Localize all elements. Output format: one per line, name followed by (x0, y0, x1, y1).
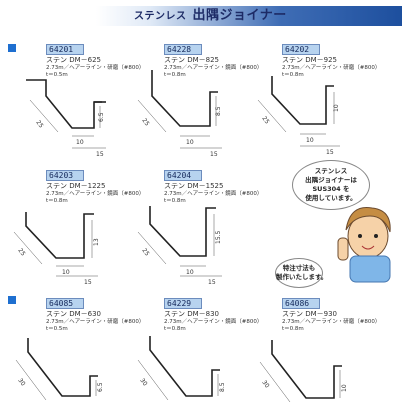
dim-label: 15 (210, 151, 218, 158)
product-name: ステン DM－930 (282, 310, 338, 318)
dim-label: 13 (93, 238, 100, 246)
speech-bubble-material: ステンレス 出隅ジョイナーは SUS304 を 使用しています。 (292, 160, 370, 210)
product-spec: 2.73m／ヘアーライン・鏡面（#800） (164, 65, 263, 71)
product-code: 64203 (46, 170, 84, 181)
profile-64202 (271, 76, 334, 125)
product-name: ステン DM－830 (164, 310, 220, 318)
section-marker-bottom (8, 296, 16, 304)
dim-label: 25 (140, 117, 150, 127)
product-thickness: t＝0.8m (282, 326, 304, 332)
product-code: 64202 (282, 44, 320, 55)
page-title: ステンレス出隅ジョイナー (134, 6, 287, 26)
mascot-illustration (337, 206, 391, 283)
product-thickness: t＝0.5m (46, 72, 68, 78)
product-code: 64201 (46, 44, 84, 55)
dim-label: 15 (326, 149, 334, 156)
dim-label: 8.5 (215, 106, 222, 116)
dim-label: 10 (76, 139, 84, 146)
dim-label: 25 (140, 247, 150, 257)
title-banner (96, 6, 402, 26)
title-main: 出隅ジョイナー (192, 8, 287, 23)
title-small: ステンレス (134, 11, 187, 22)
product-code: 64204 (164, 170, 202, 181)
dimension-lines-64202 (257, 92, 340, 147)
dim-label: 15 (208, 279, 216, 286)
dim-label: 10 (186, 269, 194, 276)
product-thickness: t＝0.8m (282, 72, 304, 78)
dim-label: 15 (84, 279, 92, 286)
dim-label: 15.5 (215, 230, 222, 244)
dim-label: 6.5 (98, 112, 105, 122)
dimension-lines-64203 (13, 220, 98, 277)
dim-label: 15 (96, 151, 104, 158)
product-name: ステン DM－1525 (164, 182, 224, 190)
dim-label: 25 (260, 115, 270, 125)
product-name: ステン DM－625 (46, 56, 102, 64)
product-name: ステン DM－1225 (46, 182, 106, 190)
product-spec: 2.73m／ヘアーライン・研磨（#800） (282, 65, 381, 71)
product-name: ステン DM－630 (46, 310, 102, 318)
product-spec: 2.73m／ヘアーライン・鏡面（#800） (46, 191, 145, 197)
dimension-lines-64229 (137, 359, 219, 401)
product-spec: 2.73m／ヘアーライン・研磨（#800） (282, 319, 381, 325)
product-code: 64085 (46, 298, 84, 309)
product-thickness: t＝0.8m (164, 72, 186, 78)
dim-label: 10 (186, 139, 194, 146)
product-code: 64086 (282, 298, 320, 309)
profile-64204 (149, 206, 216, 257)
bubble-line: 製作いたします。 (276, 273, 328, 281)
bubble-line: 出隅ジョイナーは (305, 176, 357, 184)
product-thickness: t＝0.8m (46, 198, 68, 204)
dim-label: 8.5 (219, 382, 226, 392)
product-spec: 2.73m／ヘアーライン・鏡面（#800） (164, 191, 263, 197)
product-thickness: t＝0.8m (164, 198, 186, 204)
dim-label: 10 (333, 104, 340, 112)
bubble-line: 使用しています。 (305, 194, 357, 202)
profile-64086 (271, 340, 342, 399)
product-name: ステン DM－925 (282, 56, 338, 64)
dim-label: 30 (260, 379, 270, 389)
product-spec: 2.73m／ヘアーライン・研磨（#800） (46, 65, 145, 71)
dim-label: 30 (138, 377, 148, 387)
dimension-lines-64228 (137, 96, 222, 149)
product-thickness: t＝0.5m (46, 326, 68, 332)
bubble-line: ステンレス (314, 167, 348, 175)
dim-label: 10 (341, 384, 348, 392)
product-spec: 2.73m／ヘアーライン・鏡面（#800） (164, 319, 263, 325)
bubble-line: SUS304 を (312, 185, 350, 193)
dim-label: 6.5 (97, 382, 104, 392)
dim-label: 10 (62, 269, 70, 276)
product-name: ステン DM－825 (164, 56, 220, 64)
dim-label: 25 (16, 247, 26, 257)
profile-64085 (27, 338, 98, 397)
dimension-lines-64086 (259, 361, 341, 403)
speech-bubble-custom: 特注寸法も 製作いたします。 (275, 258, 328, 288)
profile-64229 (149, 336, 220, 397)
dim-label: 10 (306, 137, 314, 144)
profile-64201 (26, 79, 106, 129)
profile-64203 (25, 212, 94, 259)
dim-label: 30 (16, 377, 26, 387)
dimension-lines-64201 (29, 99, 106, 149)
dimension-lines-64085 (15, 359, 97, 401)
product-thickness: t＝0.8m (164, 326, 186, 332)
section-marker-top (8, 44, 16, 52)
dim-label: 25 (34, 119, 44, 129)
profile-64228 (151, 70, 218, 127)
product-code: 64228 (164, 44, 202, 55)
dimension-lines-64204 (137, 214, 222, 277)
bubble-line: 特注寸法も (282, 264, 316, 272)
product-spec: 2.73m／ヘアーライン・研磨（#800） (46, 319, 145, 325)
product-code: 64229 (164, 298, 202, 309)
